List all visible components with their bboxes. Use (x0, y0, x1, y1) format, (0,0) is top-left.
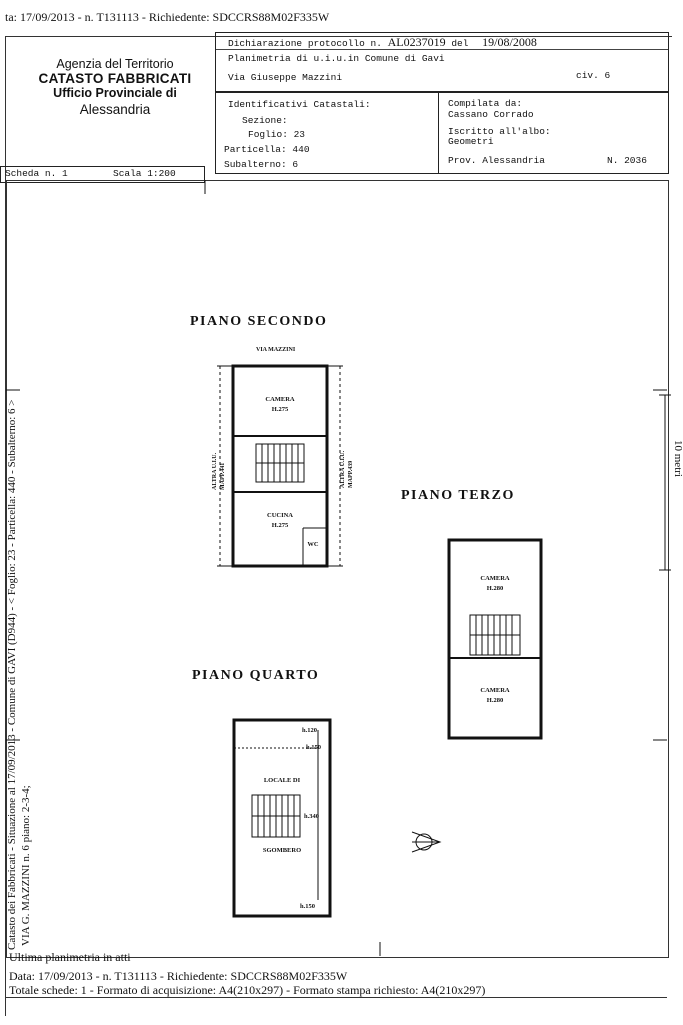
room-cucina: CUCINA H.275 (267, 512, 293, 529)
room-wc: WC (307, 541, 319, 548)
scheda-box: Scheda n. 1 Scala 1:200 (0, 166, 205, 183)
particella: Particella: 440 (224, 144, 310, 155)
albo-name: Geometri (448, 136, 494, 147)
protocol-date: 19/08/2008 (482, 35, 537, 49)
room-locale-di: LOCALE DI (263, 777, 301, 784)
scheda-scale: Scala 1:200 (113, 168, 176, 179)
room-camera-terzo-2: CAMERA H.280 (480, 687, 510, 704)
albo-number: N. 2036 (607, 155, 647, 166)
neighbor-left: ALTRA U.I.U. MAPP.441 (212, 452, 226, 490)
height-label-3: h.340 (304, 813, 319, 820)
street-label: VIA MAZZINI (256, 347, 296, 353)
piano-quarto-title: PIANO QUARTO (192, 668, 320, 683)
height-label-1: h.120 (302, 727, 317, 734)
plan-secondo-walls (217, 364, 343, 568)
declaration-divider (216, 49, 668, 50)
room-camera-secondo: CAMERA H.275 (265, 396, 295, 413)
compiled-name: Cassano Corrado (448, 109, 534, 120)
scheda-number: Scheda n. 1 (5, 168, 68, 179)
frame-left-rule (5, 36, 6, 1016)
protocol-line: Dichiarazione protocollo n. AL0237019 de… (228, 35, 537, 49)
height-label-4: h.150 (300, 903, 315, 910)
civic-number: civ. 6 (576, 70, 611, 81)
plan-municipality: Planimetria di u.i.u.in Comune di Gavi (228, 53, 445, 64)
agency-office: Ufficio Provinciale di (53, 86, 177, 100)
identifiers-heading: Identificativi Catastali: (228, 99, 371, 110)
piano-terzo-title: PIANO TERZO (401, 488, 515, 503)
declaration-box: Dichiarazione protocollo n. AL0237019 de… (215, 32, 669, 92)
plan-quarto-walls (232, 718, 332, 918)
north-arrow-icon (411, 831, 442, 853)
province: Prov. Alessandria (448, 155, 545, 166)
agency-catasto: CATASTO FABBRICATI (38, 71, 192, 86)
piano-secondo-title: PIANO SECONDO (190, 314, 328, 329)
footer-data-line: Data: 17/09/2013 - n. T131113 - Richiede… (9, 969, 348, 983)
frame-top-rule (5, 36, 672, 37)
room-sgombero: SGOMBERO (262, 847, 302, 854)
plan-terzo-walls (447, 538, 543, 740)
foglio: Foglio: 23 (248, 129, 306, 140)
iscritto-label: Iscritto all'albo: (448, 126, 551, 137)
height-label-2: h.150 (306, 744, 321, 751)
compiled-label: Compilata da: (448, 98, 523, 109)
footer-last-plan: Ultima planimetria in atti (9, 950, 131, 964)
street-address: Via Giuseppe Mazzini (228, 72, 343, 83)
footer-format-line: Totale schede: 1 - Formato di acquisizio… (9, 983, 486, 997)
protocol-number: AL0237019 (387, 35, 446, 49)
subalterno: Subalterno: 6 (224, 159, 299, 170)
top-request-line: ta: 17/09/2013 - n. T131113 - Richiedent… (5, 10, 330, 24)
agency-name: Agenzia del Territorio (56, 57, 174, 71)
drawing-frame (6, 180, 669, 958)
agency-block: Agenzia del Territorio CATASTO FABBRICAT… (15, 57, 215, 117)
room-camera-terzo-1: CAMERA H.280 (480, 575, 510, 592)
neighbor-right: ALTRA U.I.U. MAPP.439 (340, 450, 354, 488)
sezione: Sezione: (242, 115, 288, 126)
footer-rule (5, 997, 667, 998)
compiled-box: Compilata da: Cassano Corrado Iscritto a… (438, 92, 669, 174)
agency-province: Alessandria (79, 102, 151, 117)
